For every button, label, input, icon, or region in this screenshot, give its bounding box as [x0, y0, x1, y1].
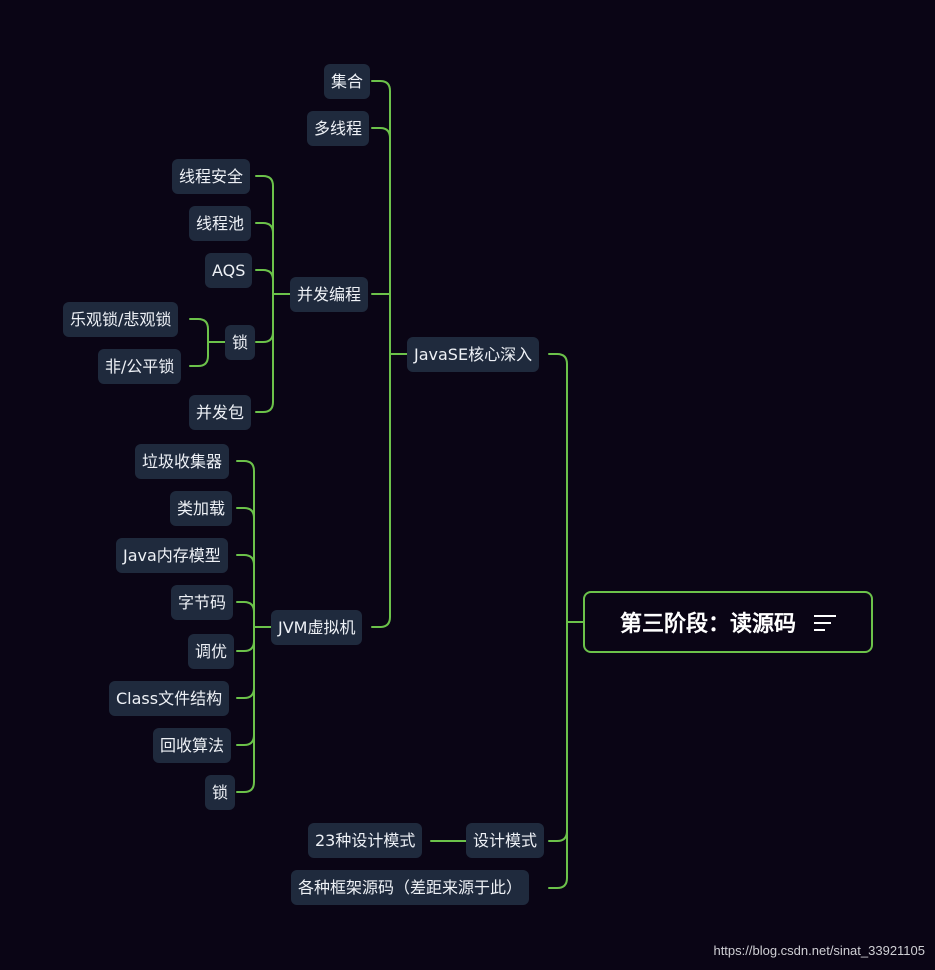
- topic-jvm-lock[interactable]: 锁: [205, 775, 236, 810]
- topic-aqs-label: AQS: [212, 261, 246, 280]
- connector-javase-jvm: [371, 353, 391, 628]
- connector-javase-multithread: [371, 127, 391, 355]
- connector-jvm-gc: [236, 460, 255, 628]
- topic-multithread-label: 多线程: [314, 119, 363, 138]
- topic-concurrency[interactable]: 并发编程: [290, 277, 369, 312]
- topic-concurrent-pkg[interactable]: 并发包: [189, 395, 252, 430]
- connector-root-design: [548, 621, 568, 842]
- topic-concurrent-pkg-label: 并发包: [196, 403, 245, 422]
- topic-jvm[interactable]: JVM虚拟机: [271, 610, 363, 645]
- topic-tuning-label: 调优: [195, 642, 228, 661]
- topic-jmm-label: Java内存模型: [123, 546, 221, 565]
- connector-jvm-classfile: [236, 626, 255, 699]
- topic-collection-label: 集合: [331, 72, 364, 91]
- topic-optimistic-pessimistic[interactable]: 乐观锁/悲观锁: [63, 302, 179, 337]
- topic-collection[interactable]: 集合: [324, 64, 371, 99]
- topic-gc-label: 垃圾收集器: [142, 452, 223, 471]
- connector-jvm-jmm: [236, 554, 255, 628]
- topic-classloading-label: 类加载: [177, 499, 226, 518]
- topic-fair-unfair-label: 非/公平锁: [105, 357, 175, 376]
- topic-lock-label: 锁: [232, 333, 249, 352]
- connector-javase-concurrency: [371, 293, 391, 355]
- topic-thread-safety[interactable]: 线程安全: [172, 159, 251, 194]
- topic-thread-pool-label: 线程池: [196, 214, 245, 233]
- connector-javase-collection: [371, 80, 391, 355]
- topic-design-patterns-label: 设计模式: [473, 831, 538, 850]
- topic-reclaim-algo-label: 回收算法: [160, 736, 225, 755]
- topic-23-patterns[interactable]: 23种设计模式: [308, 823, 423, 858]
- topic-fair-unfair[interactable]: 非/公平锁: [98, 349, 182, 384]
- topic-concurrency-label: 并发编程: [297, 285, 362, 304]
- root-topic[interactable]: 第三阶段：读源码: [583, 591, 873, 653]
- topic-optimistic-pessimistic-label: 乐观锁/悲观锁: [70, 310, 172, 329]
- topic-jvm-lock-label: 锁: [212, 783, 229, 802]
- connector-jvm-lock: [236, 626, 255, 793]
- connector-conc-lock: [255, 293, 274, 343]
- topic-reclaim-algo[interactable]: 回收算法: [153, 728, 232, 763]
- connector-jvm-classloading: [236, 507, 255, 628]
- topic-javase-label: JavaSE核心深入: [414, 345, 533, 364]
- watermark-url: https://blog.csdn.net/sinat_33921105: [713, 943, 925, 958]
- connector-root-framework: [548, 621, 568, 889]
- topic-thread-safety-label: 线程安全: [179, 167, 244, 186]
- topic-23-patterns-label: 23种设计模式: [315, 831, 416, 850]
- topic-javase[interactable]: JavaSE核心深入: [407, 337, 540, 372]
- topic-aqs[interactable]: AQS: [205, 253, 253, 288]
- connector-conc-pool: [255, 222, 274, 295]
- menu-lines-icon[interactable]: [814, 615, 836, 631]
- topic-thread-pool[interactable]: 线程池: [189, 206, 252, 241]
- topic-classloading[interactable]: 类加载: [170, 491, 233, 526]
- topic-tuning[interactable]: 调优: [188, 634, 235, 669]
- connector-conc-aqs: [255, 269, 274, 295]
- topic-design-patterns[interactable]: 设计模式: [466, 823, 545, 858]
- topic-framework-source[interactable]: 各种框架源码（差距来源于此）: [291, 870, 530, 905]
- connector-conc-safety: [255, 175, 274, 295]
- topic-gc[interactable]: 垃圾收集器: [135, 444, 230, 479]
- connector-lock-optimistic: [189, 318, 209, 343]
- connector-jvm-tuning: [236, 626, 255, 652]
- topic-multithread[interactable]: 多线程: [307, 111, 370, 146]
- connector-root-javase: [548, 353, 568, 623]
- topic-jvm-label: JVM虚拟机: [278, 618, 356, 637]
- topic-class-structure-label: Class文件结构: [116, 689, 223, 708]
- topic-bytecode[interactable]: 字节码: [171, 585, 234, 620]
- topic-bytecode-label: 字节码: [178, 593, 227, 612]
- connector-conc-pkg: [255, 293, 274, 413]
- connector-jvm-reclaim: [236, 626, 255, 746]
- connector-jvm-bytecode: [236, 601, 255, 628]
- connector-lock-fair: [189, 341, 209, 367]
- topic-class-structure[interactable]: Class文件结构: [109, 681, 230, 716]
- topic-jmm[interactable]: Java内存模型: [116, 538, 228, 573]
- root-topic-label: 第三阶段：读源码: [619, 612, 796, 637]
- topic-framework-source-label: 各种框架源码（差距来源于此）: [298, 878, 523, 897]
- topic-lock[interactable]: 锁: [225, 325, 256, 360]
